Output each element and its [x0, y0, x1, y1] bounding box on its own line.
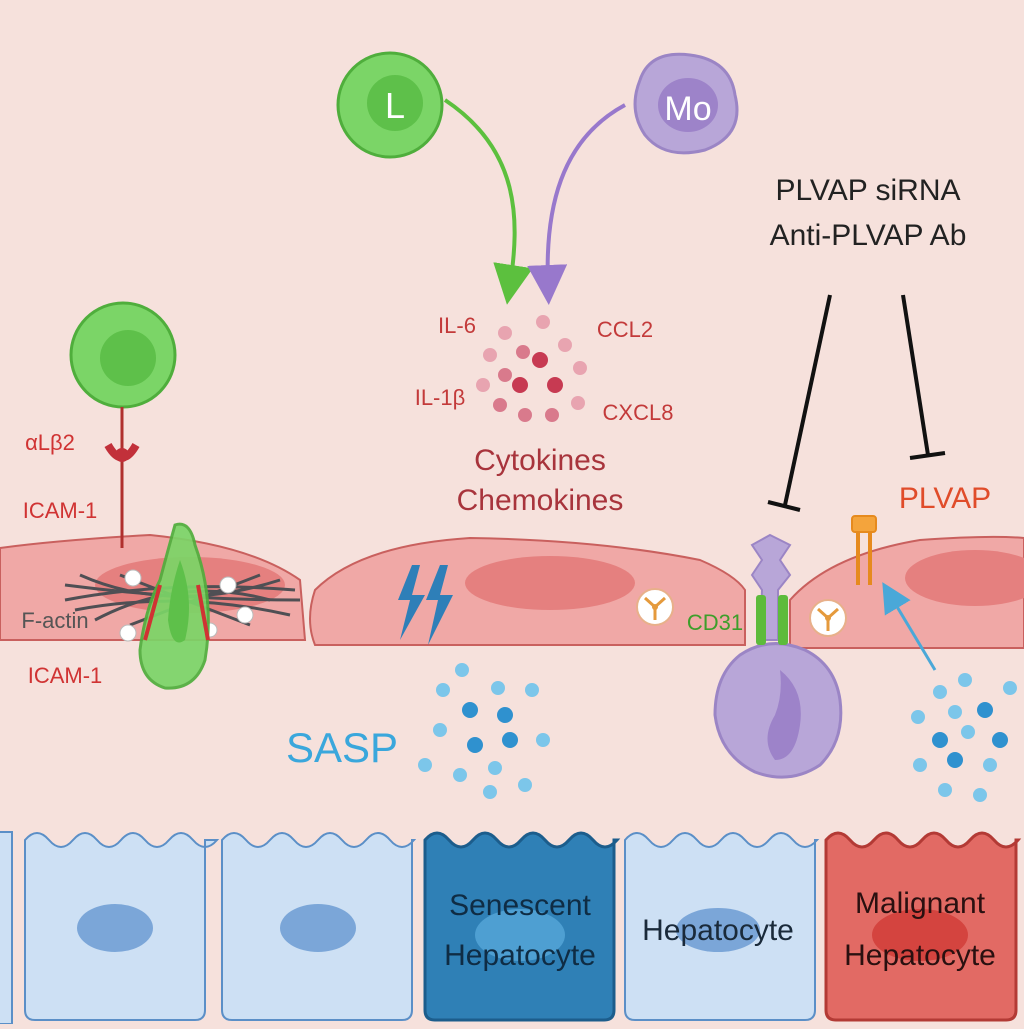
cd31-molecule-icon: [636, 588, 674, 626]
malignant-hepatocyte-cell: Malignant Hepatocyte: [824, 831, 1022, 1022]
cytokine-label-ccl2: CCL2: [597, 317, 653, 342]
monocyte-cell: Mo: [633, 52, 739, 155]
integrin-label: αLβ2: [25, 430, 75, 455]
lymphocyte-cell: L: [336, 51, 444, 159]
monocyte-arrow: [527, 103, 626, 305]
chemokines-caption: Chemokines: [457, 484, 624, 517]
cytokine-label-cxcl8: CXCL8: [603, 400, 674, 425]
normal-hepatocyte-cell: Hepatocyte: [624, 832, 820, 1021]
malignant-label-line1: Malignant: [855, 887, 986, 920]
senescent-label-line1: Senescent: [449, 889, 591, 922]
endothelial-nucleus: [465, 556, 635, 610]
monocyte-label: Mo: [664, 90, 711, 128]
therapy-line-antibody: Anti-PLVAP Ab: [770, 219, 967, 252]
integrin-receptor-icon: [104, 442, 140, 462]
transmigrating-monocyte: [713, 533, 843, 779]
plvap-label: PLVAP: [899, 482, 991, 515]
sasp-to-plvap-arrow: [882, 582, 937, 671]
cd31-molecule-icon: [809, 599, 847, 637]
transmigrating-leukocyte: [138, 522, 210, 690]
adhering-lymphocyte: [69, 301, 177, 548]
plvap-receptor-icon: [851, 515, 877, 585]
cd31-label: CD31: [687, 610, 743, 635]
lymphocyte-label: L: [385, 85, 405, 126]
hepatocyte-cell: [221, 832, 417, 1021]
inhibition-line-left: [767, 294, 832, 512]
factin-label: F-actin: [21, 608, 88, 633]
senescent-label-line2: Hepatocyte: [444, 939, 596, 972]
inhibition-line-right: [901, 294, 946, 460]
senescent-hepatocyte-cell: Senescent Hepatocyte: [423, 831, 621, 1022]
cytokine-label-il6: IL-6: [438, 313, 476, 338]
malignant-label-line2: Hepatocyte: [844, 939, 996, 972]
lightning-icon: [398, 565, 453, 645]
sasp-dots-center: [418, 663, 550, 799]
sasp-label: SASP: [286, 724, 398, 771]
cd31-junction: [756, 595, 788, 645]
endothelial-nucleus: [905, 550, 1024, 606]
icam-top-label: ICAM-1: [23, 498, 98, 523]
cytokines-caption: Cytokines: [474, 444, 606, 477]
lymphocyte-arrow: [443, 98, 533, 305]
cytokine-cluster: [476, 315, 587, 422]
sasp-dots-right: [911, 673, 1017, 802]
normal-hepatocyte-label: Hepatocyte: [642, 914, 794, 947]
therapy-line-siRNA: PLVAP siRNA: [775, 174, 960, 207]
icam-bottom-label: ICAM-1: [28, 663, 103, 688]
hepatocyte-cell: [24, 832, 220, 1021]
hepatocyte-edge-left: [0, 831, 13, 1025]
cytokine-label-il1b: IL-1β: [415, 385, 466, 410]
